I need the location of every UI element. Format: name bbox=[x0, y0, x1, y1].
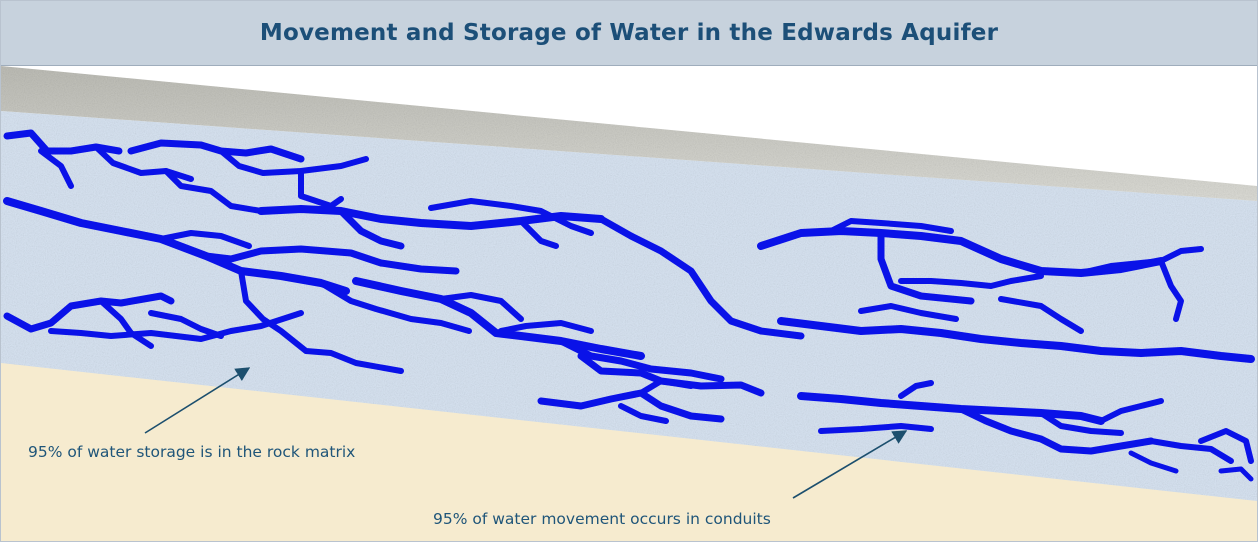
conduit-network bbox=[3, 129, 1255, 482]
aquifer-cross-section: 95% of water storage is in the rock matr… bbox=[1, 66, 1257, 541]
page-title: Movement and Storage of Water in the Edw… bbox=[259, 20, 999, 46]
title-bar: Movement and Storage of Water in the Edw… bbox=[1, 1, 1257, 66]
storage-annotation: 95% of water storage is in the rock matr… bbox=[28, 443, 355, 461]
surface-area bbox=[1, 66, 1257, 186]
storage-arrow bbox=[144, 367, 251, 434]
movement-annotation: 95% of water movement occurs in conduits bbox=[433, 510, 771, 528]
aquifer-diagram: 95% of water storage is in the rock matr… bbox=[1, 66, 1257, 541]
movement-arrow bbox=[792, 430, 908, 499]
